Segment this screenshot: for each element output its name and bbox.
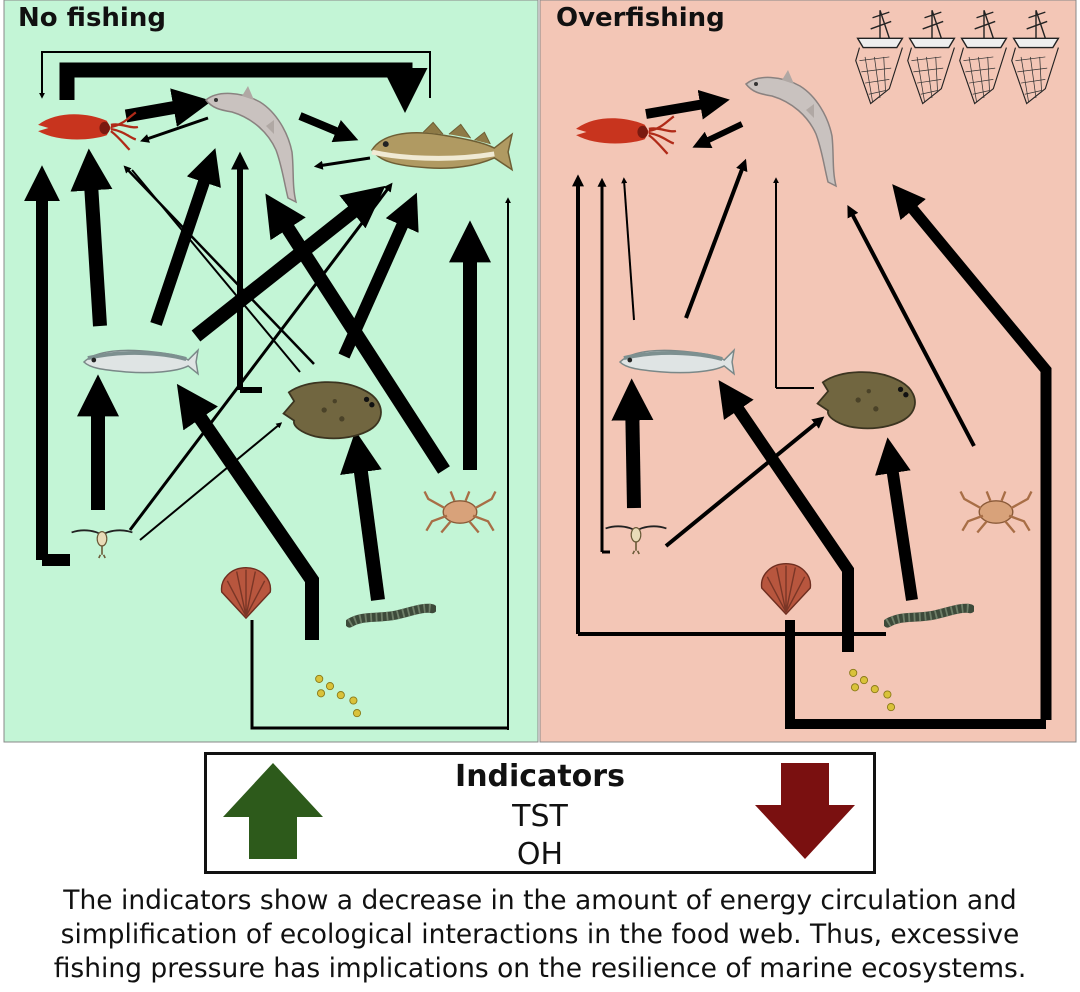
panel-no-fishing: No fishing [3, 0, 539, 743]
indicator-oh: OH [516, 837, 564, 872]
indicators-title: Indicators [455, 759, 625, 794]
caption-line: simplification of ecological interaction… [60, 919, 1020, 950]
flatfish-icon [282, 381, 382, 440]
indicator-tst: TST [512, 799, 568, 834]
down-arrow-shape [755, 763, 855, 859]
food-web-diagram: No fishing [3, 0, 1077, 743]
overfishing-flows [572, 89, 1052, 729]
up-arrow-shape [223, 763, 323, 859]
panel-overfishing: Overfishing [539, 0, 1077, 743]
no-fishing-flows [24, 51, 511, 730]
caption-line: The indicators show a decrease in the am… [63, 885, 1017, 916]
flatfish-icon [816, 371, 916, 430]
indicators-box: Indicators TST OH [204, 752, 876, 874]
down-arrow-icon [755, 763, 855, 859]
up-arrow-icon [223, 763, 323, 859]
no-fishing-title: No fishing [18, 3, 166, 33]
overfishing-title: Overfishing [556, 3, 725, 33]
caption: The indicators show a decrease in the am… [6, 884, 1074, 986]
caption-line: fishing pressure has implications on the… [53, 953, 1027, 984]
